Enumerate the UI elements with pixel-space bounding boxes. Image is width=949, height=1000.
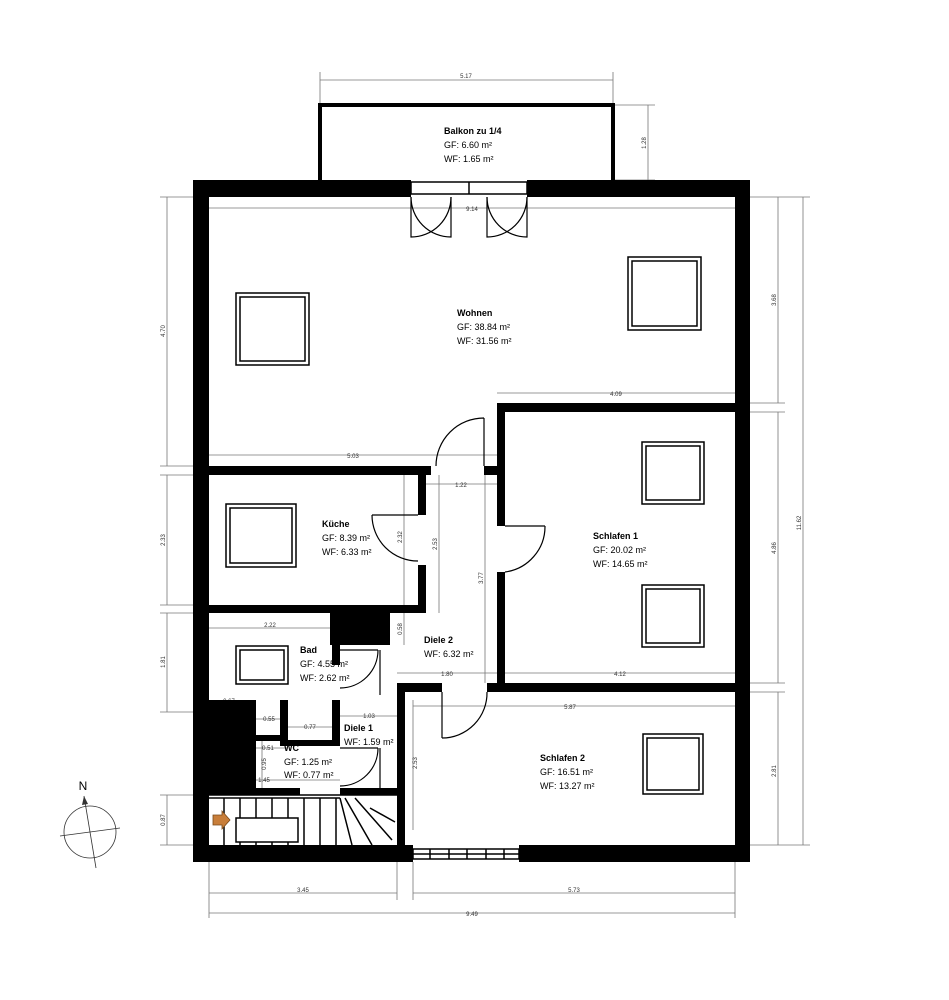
dim-left-wohnen: 4.70 — [161, 325, 167, 337]
room-name: Diele 1 — [344, 723, 373, 733]
dim-schlafen2-width: 5.87 — [564, 705, 576, 711]
room-wc: WC GF: 1.25 m² WF: 0.77 m² — [284, 743, 334, 780]
dim-diele-long: 3.77 — [479, 572, 485, 584]
dim-seg-145: 1.45 — [258, 778, 270, 784]
room-gf: GF: 6.60 m² — [444, 140, 492, 150]
room-name: Bad — [300, 645, 317, 655]
room-schlafen2: Schlafen 2 GF: 16.51 m² WF: 13.27 m² — [540, 753, 595, 791]
room-wf: WF: 14.65 m² — [593, 559, 648, 569]
dim-bad-small: 0.58 — [398, 623, 404, 635]
staircase — [209, 797, 396, 846]
stair-arrow-icon — [212, 809, 231, 831]
room-balkon: Balkon zu 1/4 GF: 6.60 m² WF: 1.65 m² — [444, 126, 502, 164]
dim-wohnen-width: 5.03 — [347, 454, 359, 460]
room-name: Wohnen — [457, 308, 492, 318]
room-gf: GF: 38.84 m² — [457, 322, 510, 332]
room-wf: WF: 6.33 m² — [322, 547, 372, 557]
dim-balkon-depth: 1.28 — [642, 137, 648, 149]
doors — [339, 196, 546, 790]
dim-wohnen-lower: 4.09 — [610, 392, 622, 398]
dim-balkon-width: 5.17 — [460, 74, 472, 80]
dim-seg-077: 0.77 — [304, 725, 316, 731]
dimension-lines — [160, 72, 810, 918]
room-gf: GF: 1.25 m² — [284, 757, 332, 767]
compass-north-label: N — [79, 779, 88, 793]
room-kueche: Küche GF: 8.39 m² WF: 6.33 m² — [322, 519, 372, 557]
dim-diele-bottom: 1.80 — [441, 672, 453, 678]
dim-schlafen1-height: 4.86 — [772, 542, 778, 554]
room-wf: WF: 31.56 m² — [457, 336, 512, 346]
room-gf: GF: 20.02 m² — [593, 545, 646, 555]
room-name: WC — [284, 743, 299, 753]
dim-bottom-total: 9.49 — [466, 912, 478, 918]
dim-schlafen2-height: 2.81 — [772, 765, 778, 777]
room-wf: WF: 1.65 m² — [444, 154, 494, 164]
room-name: Diele 2 — [424, 635, 453, 645]
dim-wohnen-inner: 9.14 — [466, 207, 478, 213]
skylights — [225, 181, 705, 860]
dim-diele-width: 1.22 — [455, 483, 467, 489]
compass: N — [59, 779, 121, 869]
room-name: Schlafen 2 — [540, 753, 585, 763]
dim-diele-height: 2.53 — [433, 538, 439, 550]
dim-bottom-left: 3.45 — [297, 888, 309, 894]
dim-seg-051: 0.51 — [262, 746, 274, 752]
dim-schlafen2-inner: 2.53 — [413, 757, 419, 769]
room-diele2: Diele 2 WF: 6.32 m² — [424, 635, 474, 659]
dim-seg-095: 0.95 — [262, 758, 268, 770]
room-wf: WF: 2.62 m² — [300, 673, 350, 683]
walls — [193, 103, 750, 862]
room-wf: WF: 1.59 m² — [344, 737, 394, 747]
dim-seg-103: 1.03 — [363, 714, 375, 720]
room-name: Balkon zu 1/4 — [444, 126, 502, 136]
room-name: Schlafen 1 — [593, 531, 638, 541]
dim-kueche-inner: 2.32 — [398, 531, 404, 543]
dim-bad-height: 1.81 — [161, 656, 167, 668]
room-gf: GF: 8.39 m² — [322, 533, 370, 543]
room-bad: Bad GF: 4.55 m² WF: 2.62 m² — [300, 645, 350, 683]
room-schlafen1: Schlafen 1 GF: 20.02 m² WF: 14.65 m² — [593, 531, 648, 569]
dim-right-total: 11.62 — [797, 515, 803, 530]
compass-icon — [63, 805, 117, 859]
dim-stair-height: 0.87 — [161, 814, 167, 826]
room-wohnen: Wohnen GF: 38.84 m² WF: 31.56 m² — [457, 308, 512, 346]
room-diele1: Diele 1 WF: 1.59 m² — [344, 723, 394, 747]
room-wf: WF: 6.32 m² — [424, 649, 474, 659]
room-name: Küche — [322, 519, 350, 529]
dim-seg-055: 0.55 — [263, 717, 275, 723]
dim-right-wohnen: 3.68 — [772, 294, 778, 306]
dim-schlafen1-width: 4.12 — [614, 672, 626, 678]
room-wf: WF: 0.77 m² — [284, 770, 334, 780]
room-gf: GF: 16.51 m² — [540, 767, 593, 777]
room-wf: WF: 13.27 m² — [540, 781, 595, 791]
dimension-labels: 5.17 1.28 9.14 4.70 3.68 11.62 4.09 5.03… — [161, 74, 803, 918]
dim-bad-width: 2.22 — [264, 623, 276, 629]
dim-bottom-right: 5.73 — [568, 888, 580, 894]
room-gf: GF: 4.55 m² — [300, 659, 348, 669]
dim-kueche-height: 2.33 — [161, 534, 167, 546]
